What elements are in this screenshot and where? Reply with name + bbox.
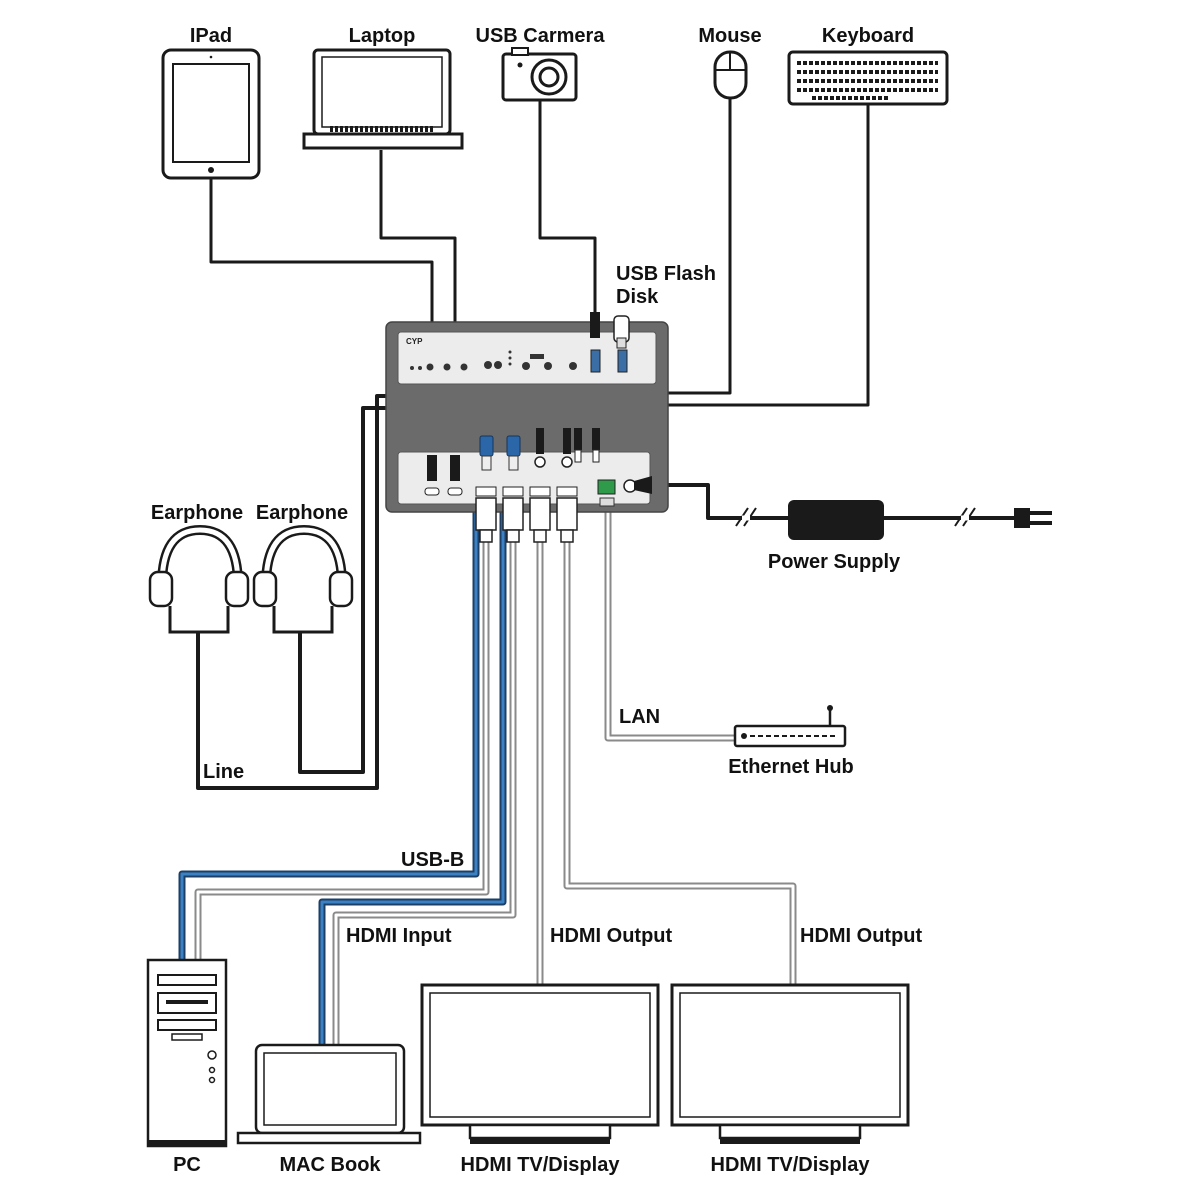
mouse-label: Mouse bbox=[698, 25, 761, 47]
mouse-device bbox=[713, 50, 748, 100]
rear-hdmi-ports bbox=[475, 486, 578, 497]
front-usb-a-port-2 bbox=[617, 349, 628, 373]
usb-camera-device bbox=[501, 47, 578, 102]
device-labels: IPad Laptop USB Carmera Mouse Keyboard U… bbox=[151, 25, 914, 1176]
front-usb-a-port-1 bbox=[590, 349, 601, 373]
usb-flash-disk-label-line1: USB Flash bbox=[616, 263, 716, 285]
display-device-1 bbox=[420, 983, 660, 1144]
display-label-2: HDMI TV/Display bbox=[711, 1154, 871, 1176]
keyboard-device bbox=[787, 50, 949, 106]
usb-b-cable-mac-core bbox=[320, 440, 505, 1045]
lan-cable-core bbox=[606, 505, 736, 740]
earphone-label-2: Earphone bbox=[256, 502, 348, 524]
rear-audio-jacks bbox=[534, 456, 573, 468]
lan-label: LAN bbox=[619, 706, 660, 728]
rj45-port bbox=[599, 497, 615, 507]
display-label-1: HDMI TV/Display bbox=[461, 1154, 621, 1176]
usb-flash-disk-label-line2: Disk bbox=[616, 286, 659, 308]
pc-label: PC bbox=[173, 1154, 201, 1176]
keyboard-label: Keyboard bbox=[822, 25, 914, 47]
usb-b-label: USB-B bbox=[401, 849, 464, 871]
camera-usb-plug bbox=[590, 312, 600, 338]
switcher-unit: CYP bbox=[385, 312, 669, 543]
power-supply-label: Power Supply bbox=[768, 551, 901, 573]
earphone-device-1 bbox=[148, 524, 250, 634]
cables bbox=[178, 96, 1018, 1045]
hdmi-input-cable-pc-core bbox=[196, 515, 488, 960]
connection-labels: Line LAN USB-B HDMI Input HDMI Output HD… bbox=[203, 706, 923, 947]
hdmi-input-label: HDMI Input bbox=[346, 925, 452, 947]
power-supply-device bbox=[735, 500, 1052, 540]
ipad-device bbox=[161, 48, 261, 180]
rear-usb-c-ports bbox=[424, 487, 463, 496]
ethernet-hub-label: Ethernet Hub bbox=[728, 756, 854, 778]
hdmi-output-cable-2-core bbox=[565, 515, 795, 985]
usb-b-cable-pc-core bbox=[180, 440, 478, 960]
mac-book-device bbox=[236, 1043, 422, 1145]
lan-cable bbox=[604, 505, 736, 742]
usb-flash-disk bbox=[613, 315, 630, 349]
usb-b-plugs bbox=[479, 435, 521, 471]
hid-usb-plugs bbox=[574, 428, 600, 463]
hdmi-plugs bbox=[475, 497, 578, 543]
front-label-strip bbox=[530, 354, 544, 359]
rs232-terminal bbox=[597, 479, 616, 495]
hdmi-output-label-1: HDMI Output bbox=[550, 925, 673, 947]
earphone-label-1: Earphone bbox=[151, 502, 243, 524]
hdmi-input-cable-mac-core bbox=[334, 515, 515, 1045]
ipad-label: IPad bbox=[190, 25, 232, 47]
camera-cable bbox=[538, 98, 597, 318]
hdmi-output-cable-2 bbox=[563, 515, 797, 985]
usb-camera-label: USB Carmera bbox=[476, 25, 606, 47]
display-device-2 bbox=[670, 983, 910, 1144]
earphone-device-2 bbox=[252, 524, 354, 634]
laptop-device bbox=[302, 48, 464, 150]
rear-usb-plugs bbox=[427, 455, 460, 481]
laptop-label: Laptop bbox=[349, 25, 416, 47]
line-label: Line bbox=[203, 761, 244, 783]
dc-plug bbox=[634, 476, 652, 494]
power-cable bbox=[650, 483, 790, 520]
mac-book-label: MAC Book bbox=[279, 1154, 381, 1176]
unit-brand-logo: CYP bbox=[406, 337, 423, 346]
hdmi-output-label-2: HDMI Output bbox=[800, 925, 923, 947]
front-panel-buttons bbox=[410, 350, 577, 371]
pc-device bbox=[146, 958, 228, 1148]
audio-plugs bbox=[536, 428, 571, 454]
ethernet-hub-device bbox=[733, 705, 847, 748]
